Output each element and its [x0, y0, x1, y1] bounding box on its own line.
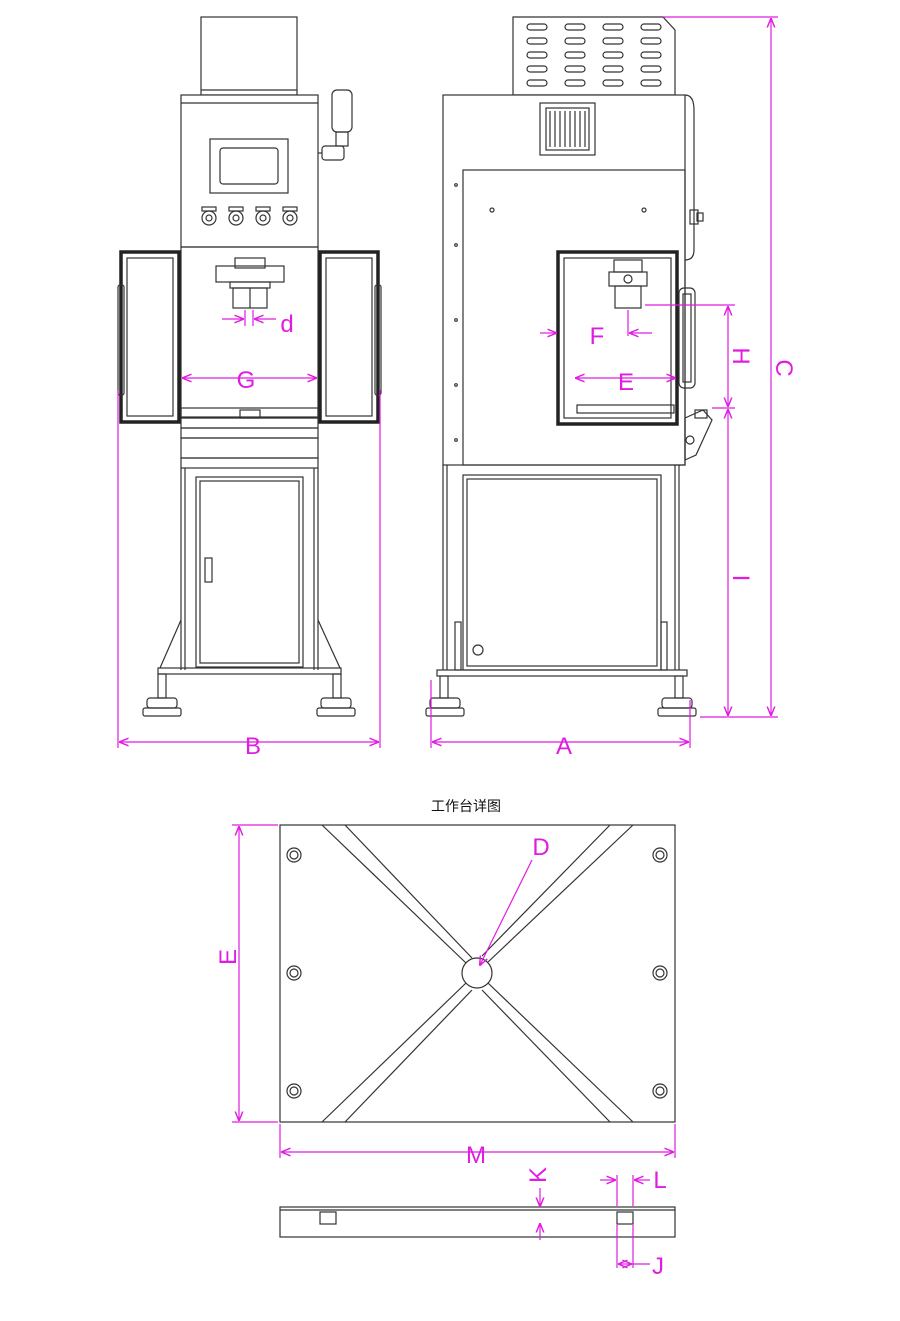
dim-label-B: B	[245, 733, 261, 760]
dim-label-J: J	[652, 1253, 664, 1280]
dim-label-E-table: E	[215, 949, 242, 965]
dim-label-K: K	[525, 1167, 552, 1183]
worktable-side-view	[279, 1206, 676, 1238]
dim-label-C: C	[770, 359, 797, 376]
mounting-holes	[286, 847, 668, 1099]
dimension-labels-upper: B A C H I d G F E	[237, 311, 797, 760]
detail-title: 工作台详图	[431, 799, 501, 815]
control-knobs	[201, 206, 298, 226]
door-handle	[204, 557, 213, 583]
right-door	[318, 250, 382, 424]
dim-label-G: G	[237, 367, 256, 394]
dim-label-d: d	[280, 311, 293, 338]
dim-label-D: D	[532, 834, 549, 861]
dim-label-L: L	[653, 1167, 666, 1194]
dimensions-lower	[232, 824, 676, 1268]
dim-label-A: A	[556, 733, 572, 760]
center-hole	[461, 957, 493, 989]
dim-label-E-side: E	[618, 369, 634, 396]
dim-label-H: H	[727, 347, 754, 364]
vent-grille	[539, 102, 596, 156]
touch-screen	[209, 138, 289, 194]
left-door	[117, 250, 181, 424]
worktable-top-view	[279, 824, 676, 1123]
side-view	[425, 16, 713, 717]
dim-label-I: I	[727, 575, 754, 582]
side-handle	[318, 89, 353, 161]
dim-label-M: M	[466, 1142, 486, 1169]
dimensions-upper	[117, 16, 778, 748]
front-view	[117, 16, 382, 717]
side-window	[556, 250, 679, 426]
stand-door	[195, 476, 304, 668]
work-chamber	[180, 246, 319, 418]
press-ram	[215, 257, 285, 309]
perforated-cover	[512, 16, 676, 96]
motor-housing	[200, 16, 298, 96]
stand	[142, 468, 356, 717]
dim-label-F: F	[590, 323, 605, 350]
ventilation-slots	[526, 23, 662, 87]
dimension-labels-lower: D E M K L J	[215, 834, 667, 1280]
